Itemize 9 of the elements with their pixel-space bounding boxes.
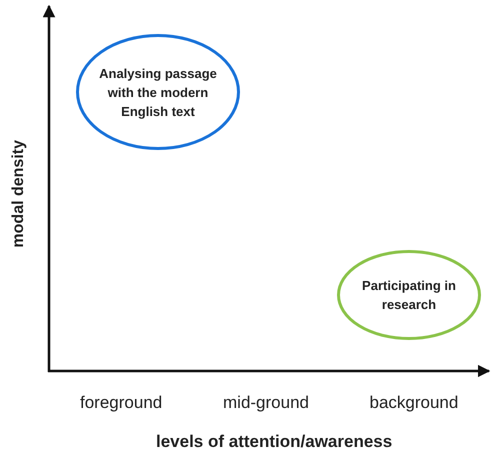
node-text: Participating in research — [361, 277, 457, 314]
ellipse-node — [337, 250, 481, 340]
axis-title: levels of attention/awareness — [156, 432, 392, 452]
axis-title: modal density — [10, 140, 28, 248]
tick-label: background — [370, 393, 458, 413]
ellipse-node — [76, 34, 240, 150]
tick-label: mid-ground — [223, 393, 309, 413]
node-text: Analysing passage with the modern English text — [98, 64, 218, 120]
tick-label: foreground — [80, 393, 162, 413]
